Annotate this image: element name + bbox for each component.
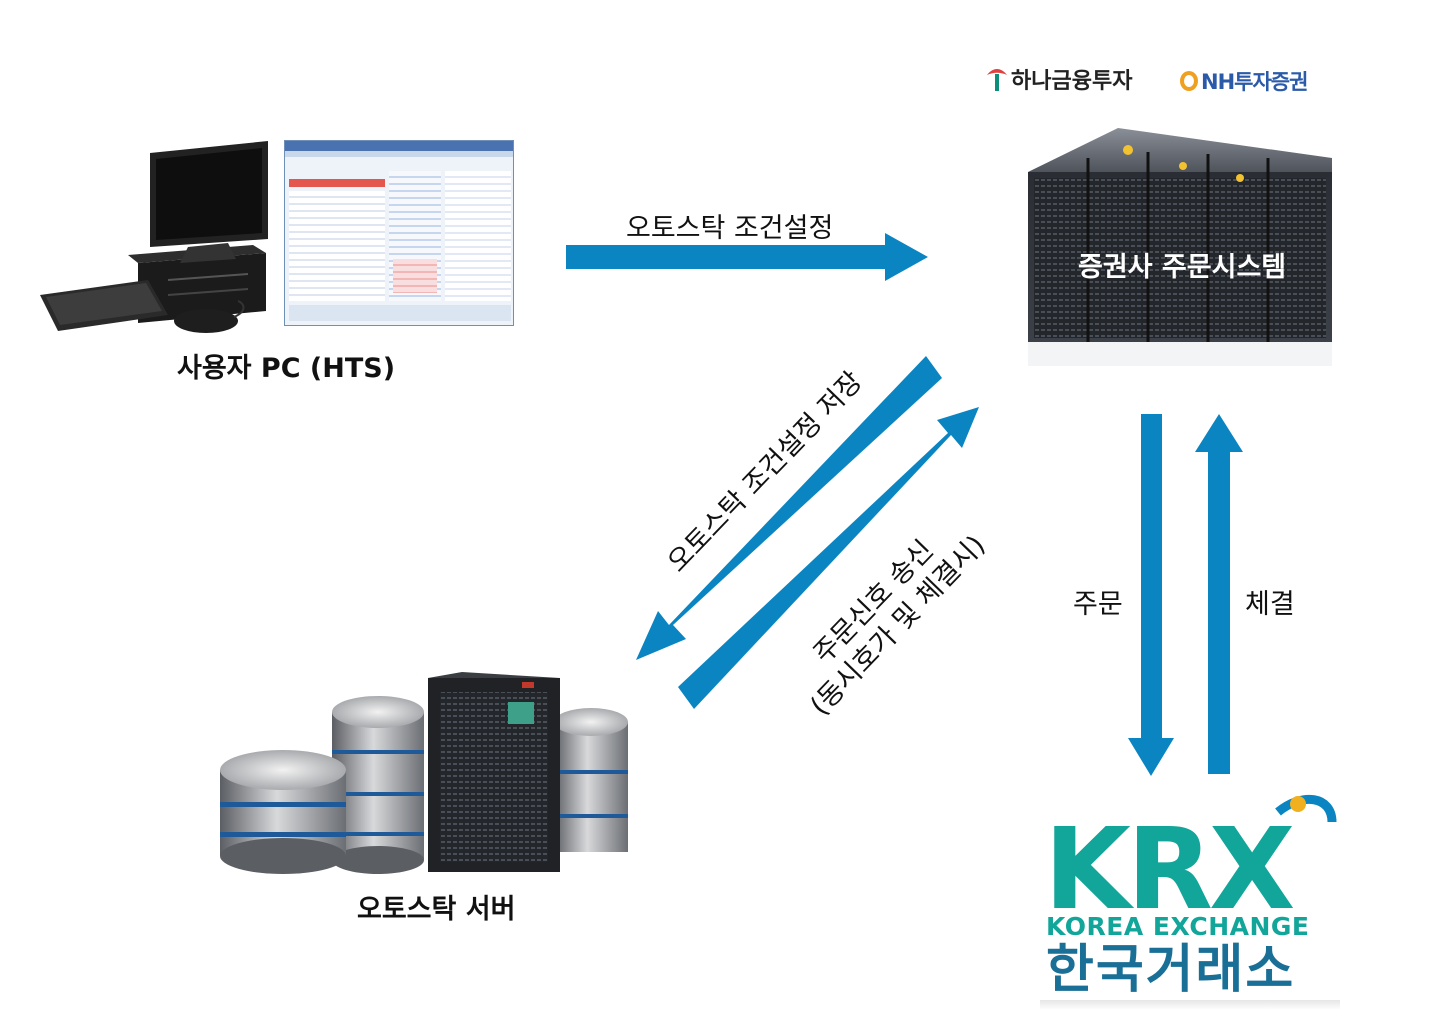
arrow-broker-to-server (636, 356, 942, 660)
hana-logo: 하나금융투자 (985, 63, 1132, 95)
user-pc-label: 사용자 PC (HTS) (177, 353, 396, 384)
arrow-execution-up (1195, 414, 1243, 774)
nh-symbol-icon (1180, 71, 1198, 91)
arrow-server-to-broker (678, 407, 979, 709)
user-pc-illustration (38, 135, 518, 345)
hana-symbol-icon (985, 65, 1009, 93)
label-execution: 체결 (1245, 589, 1295, 620)
nh-logo: NH투자증권 (1180, 66, 1308, 96)
krx-wordmark: KRX (1044, 805, 1294, 935)
arrow-order-down (1128, 414, 1174, 776)
autostock-server-illustration (218, 672, 630, 878)
krx-english-name: KOREA EXCHANGE (1046, 912, 1310, 941)
broker-system-label: 증권사 주문시스템 (1078, 252, 1287, 283)
arrow-pc-to-broker (566, 233, 928, 281)
broker-server-rack (1028, 118, 1332, 368)
krx-korean-name: 한국거래소 (1046, 940, 1296, 1000)
krx-logo: KRX (1040, 790, 1340, 1000)
label-order: 주문 (1073, 589, 1123, 620)
krx-logo-shadow (1040, 1000, 1340, 1010)
label-pc-to-broker: 오토스탁 조건설정 (626, 213, 834, 244)
autostock-server-label: 오토스탁 서버 (357, 894, 516, 925)
hts-screen-thumbnail (284, 140, 514, 326)
